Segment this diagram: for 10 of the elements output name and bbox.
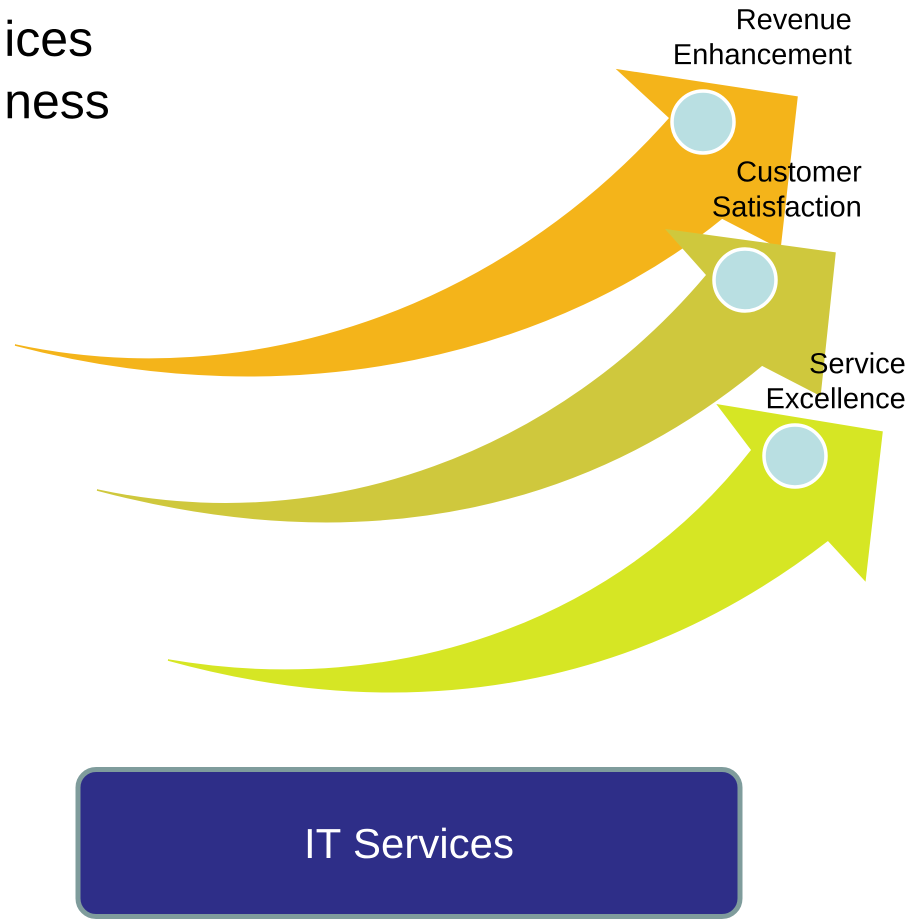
title-fragment: ices — [8, 20, 92, 56]
arrow — [167, 404, 883, 692]
arrow — [14, 69, 798, 376]
marker-caption: Revenue Enhancement — [675, 9, 852, 64]
circle-marker — [712, 247, 778, 313]
circle-marker — [762, 423, 828, 489]
circle-marker — [670, 89, 736, 155]
service-box: IT Services — [76, 767, 742, 919]
arrow — [96, 229, 836, 522]
title-fragment: ness — [8, 91, 108, 119]
